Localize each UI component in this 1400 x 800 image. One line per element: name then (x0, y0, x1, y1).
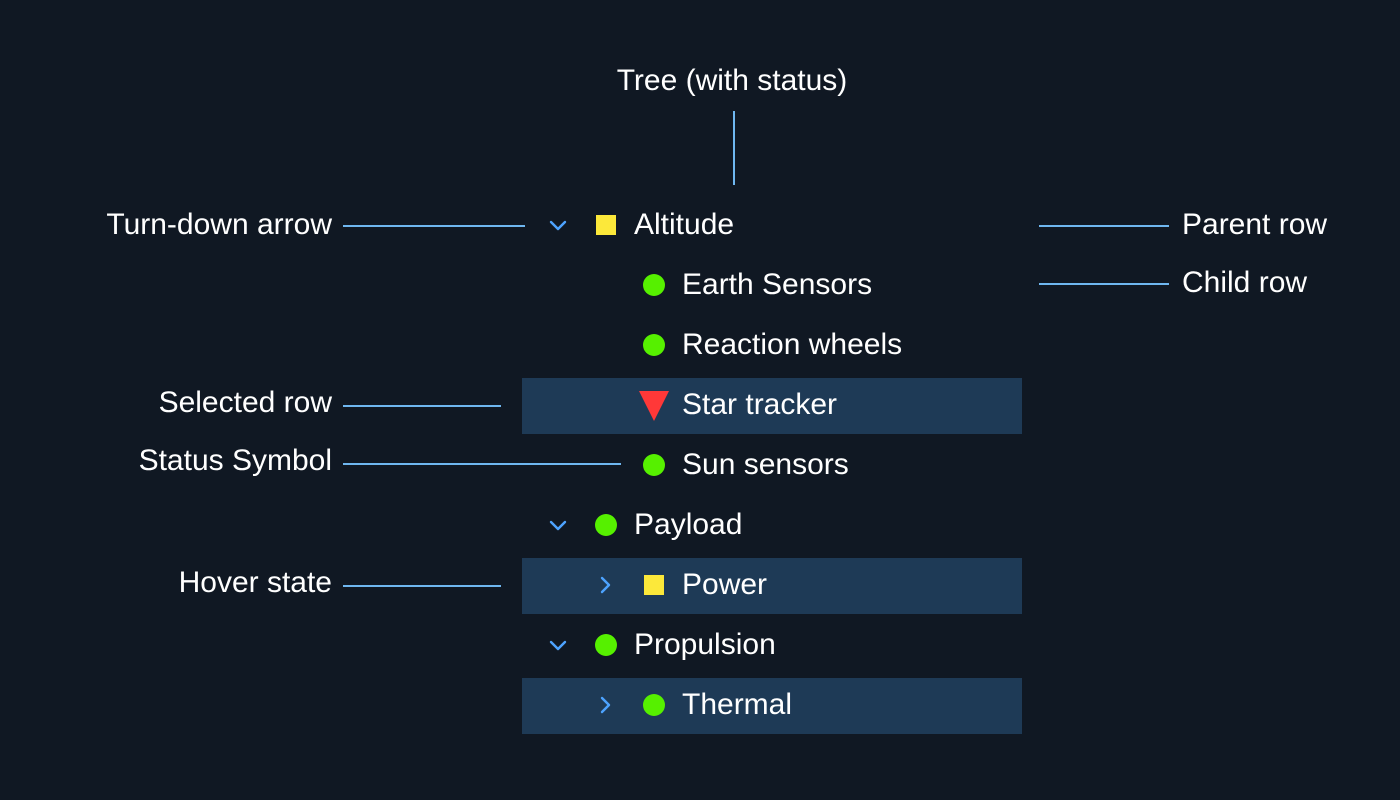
tree-row-label: Altitude (634, 208, 735, 241)
status-normal-circle-icon (641, 332, 667, 358)
status-caution-square-icon (593, 212, 619, 238)
status-critical-triangle-icon (638, 391, 670, 421)
tree-row-label: Star tracker (682, 388, 838, 421)
status-normal-circle-icon (641, 692, 667, 718)
leader-status-symbol (343, 463, 621, 465)
annotation-parent-row: Parent row (1182, 208, 1328, 241)
hover-row-highlight-thermal (522, 678, 1022, 734)
chevron-down-icon[interactable] (548, 215, 568, 235)
selected-row-highlight (522, 378, 1022, 434)
tree-row-label: Power (682, 568, 768, 601)
title-leader-line (733, 111, 735, 185)
chevron-right-icon[interactable] (596, 575, 616, 595)
chevron-right-icon[interactable] (596, 695, 616, 715)
leader-selected-row (343, 405, 501, 407)
annotation-turn-down-arrow: Turn-down arrow (106, 208, 332, 241)
tree-row-label: Propulsion (634, 628, 776, 661)
chevron-down-icon[interactable] (548, 515, 568, 535)
tree-row-label: Sun sensors (682, 448, 849, 481)
status-normal-circle-icon (593, 512, 619, 538)
leader-turn-down-arrow (343, 225, 525, 227)
annotation-child-row: Child row (1182, 266, 1308, 299)
chevron-down-icon[interactable] (548, 635, 568, 655)
annotation-hover-state: Hover state (178, 566, 332, 599)
status-normal-circle-icon (641, 452, 667, 478)
tree-row-label: Payload (634, 508, 743, 541)
annotation-selected-row: Selected row (158, 386, 332, 419)
status-normal-circle-icon (593, 632, 619, 658)
status-caution-square-icon (641, 572, 667, 598)
leader-child-row (1039, 283, 1169, 285)
tree-row-label: Earth Sensors (682, 268, 873, 301)
leader-hover-state (343, 585, 501, 587)
tree-row-label: Thermal (682, 688, 793, 721)
leader-parent-row (1039, 225, 1169, 227)
annotation-status-symbol: Status Symbol (138, 444, 332, 477)
status-normal-circle-icon (641, 272, 667, 298)
diagram-title: Tree (with status) (616, 64, 848, 97)
tree-row-label: Reaction wheels (682, 328, 903, 361)
hover-row-highlight-power (522, 558, 1022, 614)
